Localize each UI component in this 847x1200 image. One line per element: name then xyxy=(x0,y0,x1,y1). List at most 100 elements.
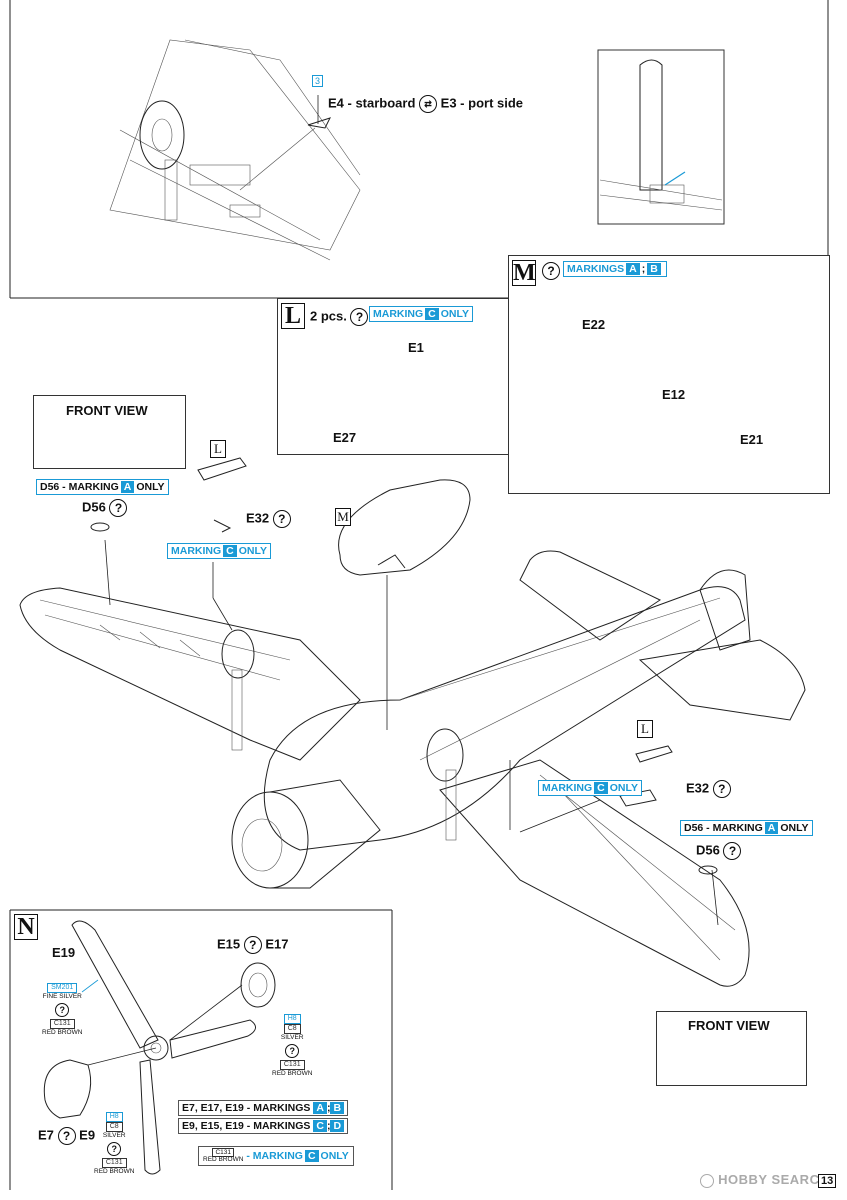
key-text: E7, E17, E19 - MARKINGS xyxy=(182,1102,311,1114)
key-text: - MARKING xyxy=(246,1149,303,1162)
paint-code: C131 xyxy=(101,1158,127,1168)
marking-key: C xyxy=(425,308,439,320)
paint-code: H8 xyxy=(283,1014,301,1024)
marking-key-c: C xyxy=(313,1120,327,1132)
marking-post: ONLY xyxy=(609,782,638,794)
marking-key: C xyxy=(223,545,237,557)
marking-key: A xyxy=(764,822,779,834)
right-d56-label: D56 ? xyxy=(696,842,742,860)
center-step-m-ref: M xyxy=(335,508,351,526)
part-e15-e17-label: E15 ? E17 xyxy=(217,936,289,954)
marking-post: ONLY xyxy=(238,545,267,557)
marking-text: MARKING xyxy=(542,782,593,794)
propeller-drawing xyxy=(43,920,276,1175)
left-e32-label: E32 ? xyxy=(246,510,291,528)
part-e27-label: E27 xyxy=(333,430,357,445)
paint-code: C8 xyxy=(283,1024,301,1034)
e15-text: E15 xyxy=(217,936,241,952)
paint-name: SILVER xyxy=(102,1132,126,1139)
e9-text: E9 xyxy=(79,1127,96,1143)
paint-code: H8 xyxy=(105,1112,123,1122)
d56-text: D56 xyxy=(82,499,106,515)
question-icon: ? xyxy=(272,510,291,528)
marking-post: ONLY xyxy=(780,822,809,834)
marking-key-b: B xyxy=(647,263,661,275)
marking-key-a: A xyxy=(626,263,640,275)
e32-text: E32 xyxy=(246,510,270,526)
right-e32-label: E32 ? xyxy=(686,780,731,798)
marking-key-b: B xyxy=(330,1102,345,1114)
marking-text: MARKING xyxy=(171,545,222,557)
marking-text: D56 - MARKING xyxy=(40,481,119,493)
logo-icon xyxy=(700,1173,714,1188)
e4-starboard-label: E4 - starboard xyxy=(328,95,416,111)
front-view-2-title: FRONT VIEW xyxy=(688,1018,770,1033)
question-icon: ? xyxy=(712,780,731,798)
marking-key: A xyxy=(120,481,135,493)
part-e22-label: E22 xyxy=(582,317,606,332)
key-post: ONLY xyxy=(320,1149,349,1162)
marking-text: MARKINGS xyxy=(567,263,625,275)
e32-text: E32 xyxy=(686,780,710,796)
question-icon: ? xyxy=(107,1142,122,1156)
part-e19-label: E19 xyxy=(52,945,76,960)
step-l-qty: 2 pcs. ? xyxy=(310,308,369,326)
question-icon: ? xyxy=(57,1127,76,1145)
marking-key-c: C xyxy=(304,1149,319,1162)
e3-port-label: E3 - port side xyxy=(440,95,524,111)
paint-name: RED BROWN xyxy=(203,1156,244,1163)
question-icon: ? xyxy=(723,842,742,860)
qty-label: 2 pcs. xyxy=(310,308,347,324)
step-m-letter: M xyxy=(512,260,536,286)
part-e21-label: E21 xyxy=(740,432,764,447)
left-d56-label: D56 ? xyxy=(82,499,128,517)
part-ref-badge: 3 xyxy=(312,75,324,87)
brand-text: HOBBY SEARCH xyxy=(718,1172,830,1187)
marking-post: ONLY xyxy=(136,481,165,493)
left-step-l-ref: L xyxy=(210,440,226,458)
front-view-1-title: FRONT VIEW xyxy=(66,403,148,418)
paint-code: C131 xyxy=(279,1060,305,1070)
paint-h8-spinner-chip: H8 C8 SILVER ? C131 RED BROWN xyxy=(94,1112,134,1176)
step-m-panel xyxy=(508,255,830,494)
e7-text: E7 xyxy=(38,1127,54,1143)
paint-code: C131 xyxy=(212,1148,234,1157)
marking-key-a: A xyxy=(313,1102,327,1114)
right-step-l-ref: L xyxy=(637,720,653,738)
aircraft-drawing xyxy=(19,457,806,987)
paint-name: FINE SILVER xyxy=(42,993,82,1000)
question-icon: ? xyxy=(350,308,369,326)
question-icon: ? xyxy=(55,1003,70,1017)
question-icon: ? xyxy=(109,499,128,517)
hobby-search-logo: HOBBY SEARCH xyxy=(700,1172,829,1188)
marking-post: ONLY xyxy=(440,308,469,320)
paint-code: C131 xyxy=(49,1019,75,1029)
part-e12-label: E12 xyxy=(662,387,686,402)
marking-key: C xyxy=(594,782,608,794)
e17-text: E17 xyxy=(265,936,289,952)
question-icon: ? xyxy=(243,936,262,954)
mirror-arrow-icon: ⇄ xyxy=(419,95,438,113)
paint-name: SILVER xyxy=(280,1034,304,1041)
paint-name: RED BROWN xyxy=(272,1070,313,1077)
marking-text: D56 - MARKING xyxy=(684,822,763,834)
d56-text: D56 xyxy=(696,842,720,858)
e4-e3-callout: E4 - starboard ⇄ E3 - port side xyxy=(328,95,523,113)
step-l-letter: L xyxy=(281,303,305,329)
front-view-1-panel xyxy=(33,395,186,469)
marking-text: MARKING xyxy=(373,308,424,320)
paint-name: RED BROWN xyxy=(94,1168,135,1175)
top-landing-gear-drawing xyxy=(109,39,361,261)
part-e1-label: E1 xyxy=(408,340,424,355)
paint-name: RED BROWN xyxy=(42,1029,83,1036)
